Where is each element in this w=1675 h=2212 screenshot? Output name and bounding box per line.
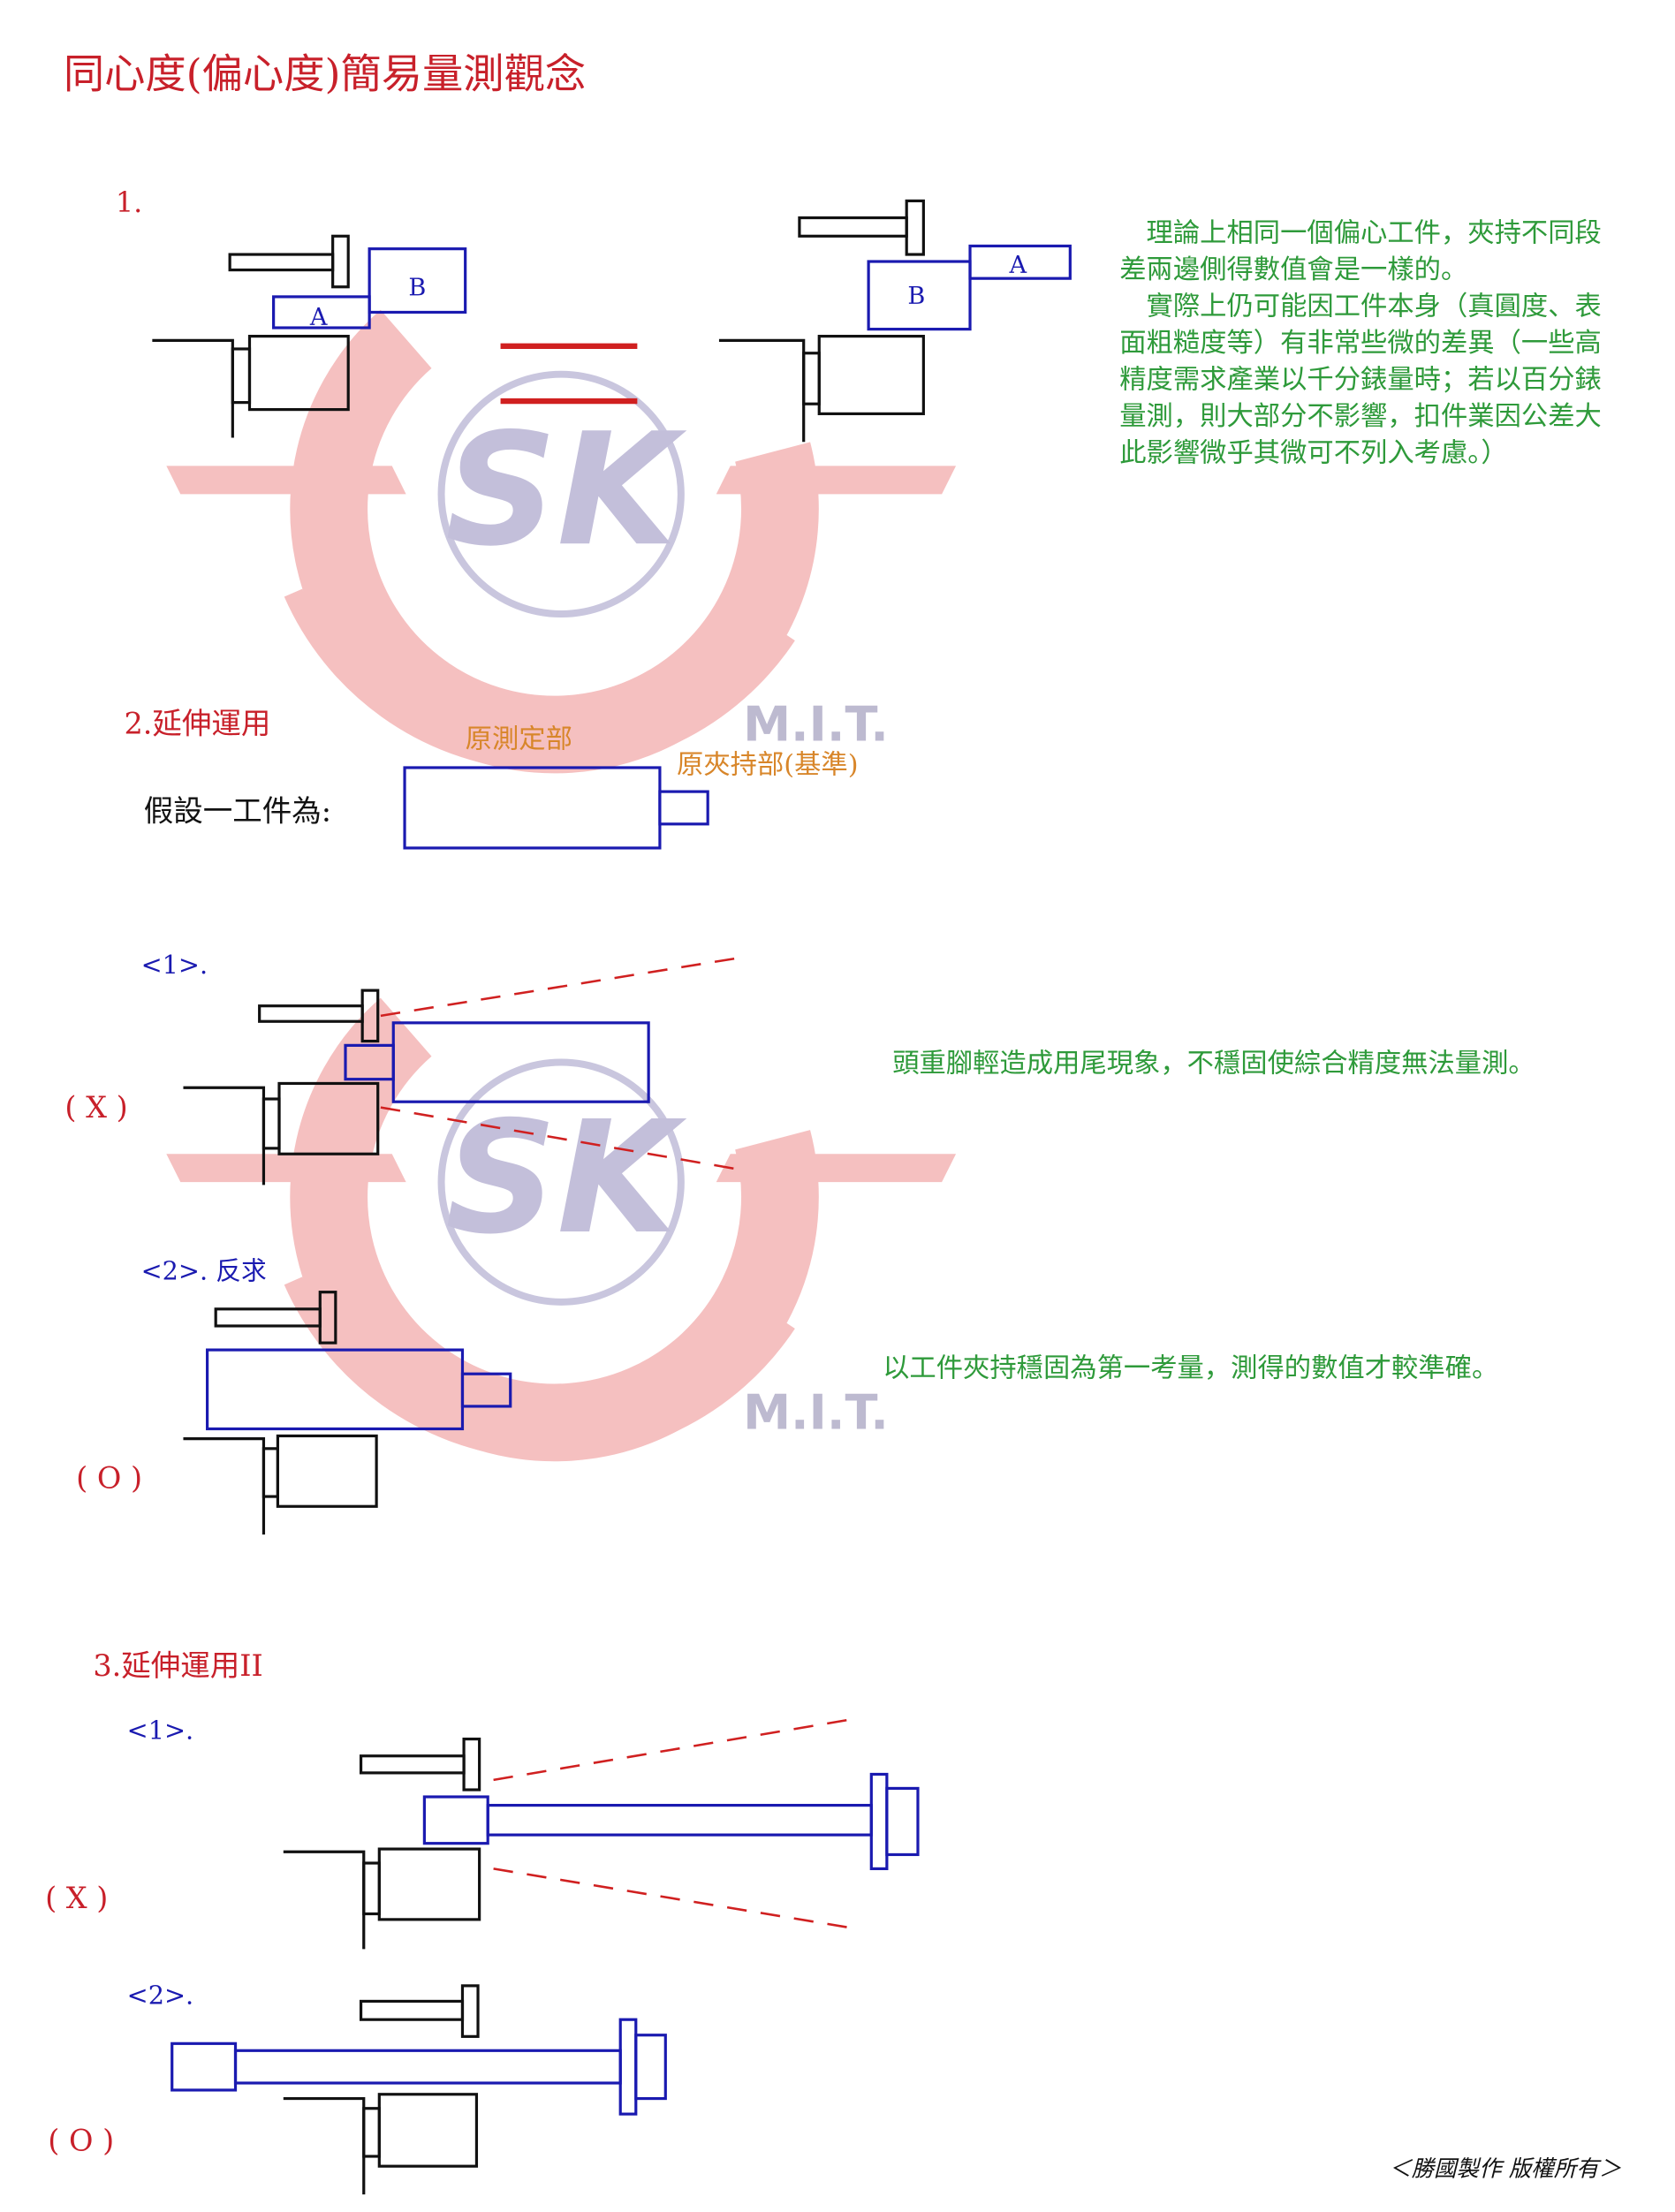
section-1-label: 1.	[116, 186, 142, 219]
page-title: 同心度(偏心度)簡易量測觀念	[64, 50, 586, 98]
s3-case-2-setup	[171, 1984, 667, 2195]
s3-case-1-mark: ( X )	[45, 1881, 108, 1915]
case-1-setup	[183, 955, 748, 1186]
svg-text:面粗糙度等）有非常些微的差異（一些高: 面粗糙度等）有非常些微的差異（一些高	[1119, 328, 1602, 359]
case-1-mark: ( X )	[64, 1090, 127, 1125]
svg-text:B: B	[907, 283, 925, 310]
svg-text:量測，則大部分不影響，扣件業因公差大: 量測，則大部分不影響，扣件業因公差大	[1119, 401, 1602, 432]
case-1-label: <1>.	[141, 950, 208, 980]
section-2-label: 2.延伸運用	[124, 707, 270, 741]
svg-text:理論上相同一個偏心工件，夾持不同段: 理論上相同一個偏心工件，夾持不同段	[1119, 218, 1602, 249]
case-2-mark: ( O )	[76, 1461, 142, 1496]
svg-text:B: B	[408, 274, 426, 301]
svg-text:A: A	[309, 304, 328, 331]
s3-case-2-mark: ( O )	[48, 2124, 114, 2158]
footer-copyright: ＜勝國製作 版權所有＞	[1389, 2155, 1622, 2182]
svg-text:此影響微乎其微可不列入考慮。）: 此影響微乎其微可不列入考慮。）	[1119, 438, 1508, 469]
svg-text:實際上仍可能因工件本身（真圓度、表: 實際上仍可能因工件本身（真圓度、表	[1119, 292, 1602, 322]
case-2-label: <2>. 反求	[141, 1255, 267, 1285]
svg-text:A: A	[1008, 252, 1027, 279]
section-3-label: 3.延伸運用II	[93, 1648, 262, 1683]
workpiece-shape	[403, 766, 709, 850]
svg-text:M.I.T.: M.I.T.	[743, 1384, 889, 1440]
case-2-setup	[183, 1291, 512, 1535]
case-2-note: 以工件夾持穩固為第一考量，測得的數值才較準確。	[883, 1352, 1498, 1383]
section-1-right-setup: B A	[718, 199, 1072, 443]
assume-label: 假設一工件為:	[144, 794, 331, 829]
svg-text:M.I.T.: M.I.T.	[743, 697, 889, 753]
clamp-part-label: 原夾持部(基準)	[677, 749, 859, 780]
svg-text:SK: SK	[445, 400, 686, 580]
svg-text:SK: SK	[445, 1088, 686, 1269]
s3-case-1-label: <1>.	[127, 1716, 194, 1746]
section-1-left-setup: B A	[152, 234, 638, 438]
s3-case-1-setup	[283, 1716, 920, 1950]
measure-part-label: 原測定部	[466, 724, 572, 755]
svg-text:精度需求產業以千分錶量時；若以百分錶: 精度需求產業以千分錶量時；若以百分錶	[1119, 365, 1602, 396]
section-1-note: 理論上相同一個偏心工件，夾持不同段 差兩邊側得數值會是一樣的。 實際上仍可能因工…	[1119, 218, 1602, 469]
watermark-logo: SK M.I.T.	[166, 339, 956, 761]
watermark-logo: SK M.I.T.	[166, 1027, 956, 1450]
s3-case-2-label: <2>.	[127, 1981, 194, 2011]
svg-text:差兩邊側得數值會是一樣的。: 差兩邊側得數值會是一樣的。	[1119, 254, 1467, 285]
case-1-note: 頭重腳輕造成用尾現象，不穩固使綜合精度無法量測。	[892, 1049, 1535, 1079]
